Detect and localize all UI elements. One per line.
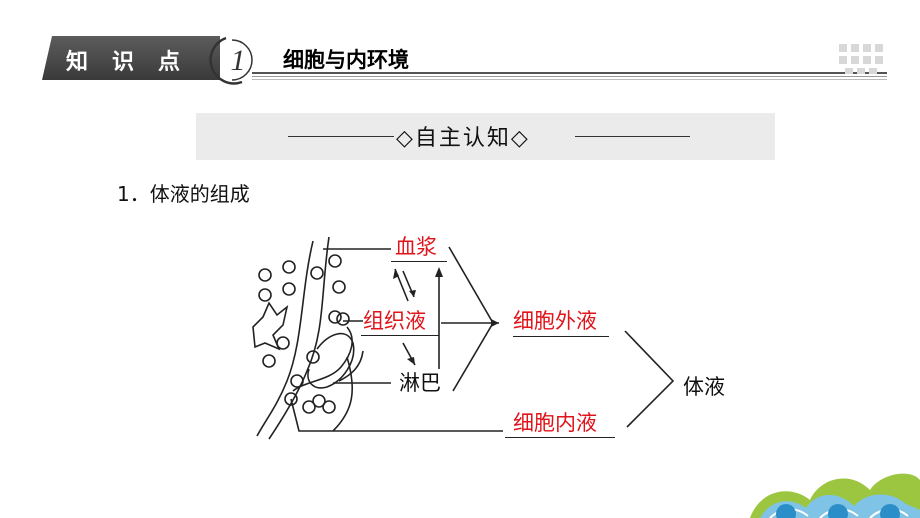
extracellular-fluid-label: 细胞外液: [513, 309, 597, 333]
header-corner-decoration: [839, 44, 883, 74]
item-title: 1．体液的组成: [117, 182, 250, 206]
capillary-wall: [256, 240, 314, 437]
lymph-label: 淋巴: [399, 371, 441, 395]
section-number: 1: [231, 44, 246, 77]
intracellular-answer-line: [505, 437, 615, 438]
plasma-label: 血浆: [395, 235, 437, 259]
bracket-body-fluid: [624, 330, 675, 428]
tissue-fluid-label: 组织液: [363, 309, 426, 333]
diagram-drawing: [252, 236, 675, 440]
intracellular-fluid-label: 细胞内液: [513, 411, 597, 435]
header-rule: [252, 72, 887, 80]
tissue-fluid-answer-line: [361, 335, 439, 336]
page-header: 知识点 1 细胞与内环境: [0, 0, 920, 95]
bottom-right-decoration: [750, 473, 920, 518]
plasma-answer-line: [391, 261, 447, 262]
banner-line-left: [288, 136, 394, 137]
body-fluid-label: 体液: [683, 375, 725, 399]
section-title: 细胞与内环境: [283, 48, 409, 72]
banner-line-right: [575, 136, 690, 137]
bracket-extracellular: [448, 246, 494, 392]
tissue-cell-outline: [252, 301, 289, 351]
body-fluid-diagram: 血浆 组织液 淋巴 细胞外液 细胞内液 体液: [243, 231, 731, 459]
extracellular-answer-line: [513, 336, 609, 337]
lymph-vessel: [307, 332, 355, 389]
knowledge-point-label: 知识点: [66, 50, 205, 75]
section-number-badge: 1: [209, 36, 253, 85]
intracellular-leader: [290, 398, 503, 432]
banner-title: ◇自主认知◇: [396, 126, 530, 151]
